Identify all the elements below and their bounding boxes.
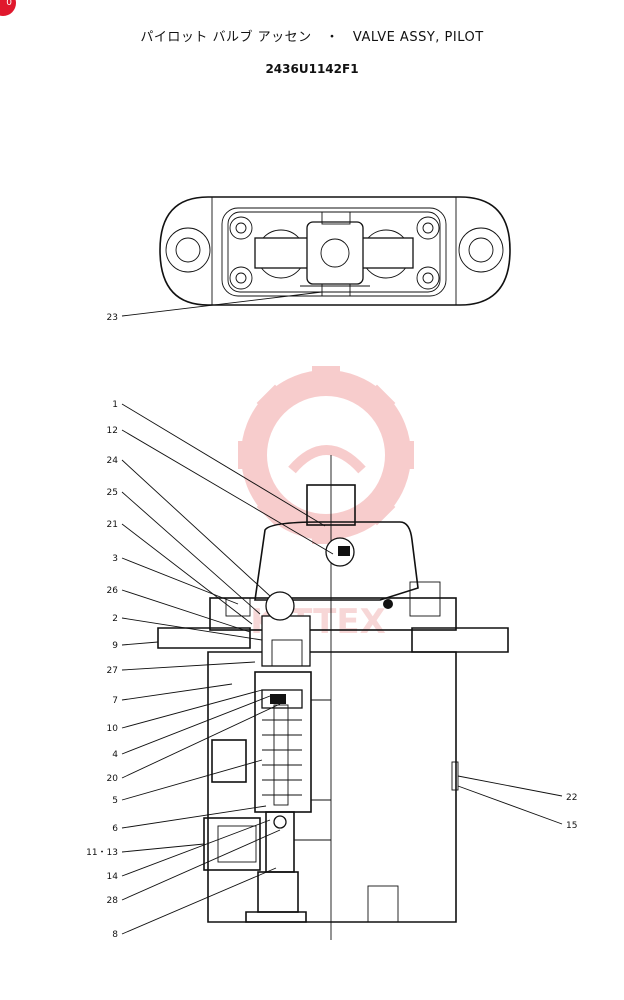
section-view <box>157 455 509 940</box>
callout-22: 22 <box>566 793 577 803</box>
callout-23: 23 <box>107 313 118 323</box>
callout-10: 10 <box>107 724 119 734</box>
callout-20: 20 <box>107 774 119 784</box>
title-separator: ・ <box>325 30 340 45</box>
callout-2: 2 <box>112 614 118 624</box>
callout-9: 9 <box>112 641 118 651</box>
callout-7: 7 <box>112 696 118 706</box>
leader-lines <box>121 291 563 935</box>
title-english: VALVE ASSY, PILOT <box>352 30 484 45</box>
top-view <box>159 196 511 306</box>
callout-28: 28 <box>107 896 119 906</box>
callout-3: 3 <box>112 554 118 564</box>
diagram-title: パイロット バルブ アッセン ・ VALVE ASSY, PILOT <box>0 26 624 45</box>
callout-21: 21 <box>107 520 118 530</box>
callout-4: 4 <box>112 750 118 760</box>
callout-26: 26 <box>107 586 119 596</box>
callout-12: 12 <box>107 426 118 436</box>
part-number: 2436U1142F1 <box>265 62 359 76</box>
callout-labels: 23 1 12 24 25 21 3 26 2 9 27 7 10 4 20 5… <box>86 313 577 940</box>
callout-24: 24 <box>107 456 119 466</box>
corner-badge: 0 <box>0 0 16 16</box>
callout-15: 15 <box>566 821 577 831</box>
callout-8: 8 <box>112 930 118 940</box>
callout-14: 14 <box>107 872 119 882</box>
title-japanese: パイロット バルブ アッセン <box>140 30 312 45</box>
callout-27: 27 <box>107 666 118 676</box>
callout-5: 5 <box>112 796 118 806</box>
callout-6: 6 <box>112 824 118 834</box>
callout-1: 1 <box>112 400 118 410</box>
callout-25: 25 <box>107 488 118 498</box>
callout-11-13: 11・13 <box>86 848 118 858</box>
